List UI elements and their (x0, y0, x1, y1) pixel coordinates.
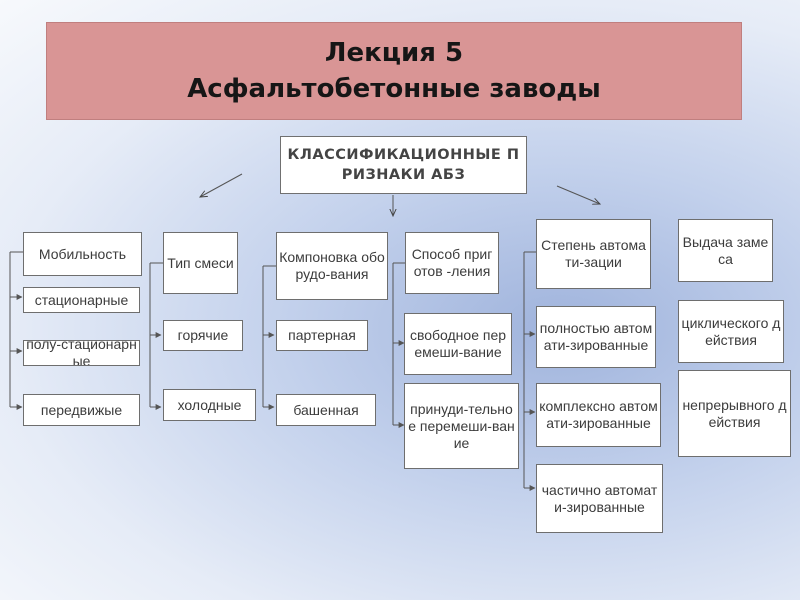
root-arrow-left (200, 173, 243, 197)
prep-item-forced-mixing: принуди-тельное перемеши-вание (404, 383, 519, 469)
mobility-item-semi-stationary: полу-стационарные (23, 340, 140, 366)
mobility-item-label: стационарные (34, 291, 129, 308)
layout-item-label: башенная (293, 401, 359, 418)
layout-item-tower: башенная (276, 394, 376, 426)
category-batch-output-label: Выдача замеса (682, 233, 769, 267)
prep-item-label: свободное перемеши-вание (409, 327, 507, 360)
mix-item-hot: горячие (163, 320, 243, 351)
prep-item-free-mixing: свободное перемеши-вание (404, 313, 512, 375)
output-item-cyclic: циклического действия (678, 300, 784, 363)
category-automation: Степень автомати-зации (536, 219, 651, 289)
category-preparation: Способ приготов -ления (405, 232, 499, 294)
title-line-2: Асфальтобетонные заводы (187, 74, 601, 104)
root-label: КЛАССИФИКАЦИОННЫЕ ПРИЗНАКИ АБЗ (287, 147, 520, 183)
auto-item-partial: частично автомати-зированные (536, 464, 663, 533)
auto-item-label: частично автомати-зированные (541, 481, 658, 515)
mobility-item-mobile: передвижые (23, 394, 140, 426)
auto-item-label: полностью автомати-зированные (539, 320, 653, 353)
category-mobility: Мобильность (23, 232, 142, 276)
layout-item-label: партерная (288, 327, 356, 343)
auto-item-full: полностью автомати-зированные (536, 306, 656, 368)
mobility-item-label: полу-стационарные (26, 340, 137, 366)
category-layout-label: Компоновка оборудо-вания (279, 249, 385, 282)
mix-item-label: холодные (177, 396, 242, 413)
auto-item-label: комплексно автомати-зированные (539, 398, 658, 431)
title-line-1: Лекция 5 (324, 38, 464, 68)
category-batch-output: Выдача замеса (678, 219, 773, 282)
layout-item-ground: партерная (276, 320, 368, 351)
mix-item-label: горячие (177, 327, 229, 343)
auto-item-complex: комплексно автомати-зированные (536, 383, 661, 447)
title-banner: Лекция 5 Асфальтобетонные заводы (46, 22, 742, 120)
category-mix-type-label: Тип смеси (167, 254, 234, 271)
output-item-continuous: непрерывного действия (678, 370, 791, 457)
output-item-label: циклического действия (681, 314, 781, 348)
prep-item-label: принуди-тельное перемеши-вание (408, 400, 515, 451)
category-automation-label: Степень автомати-зации (541, 237, 646, 270)
category-mix-type: Тип смеси (163, 232, 238, 294)
root-box: КЛАССИФИКАЦИОННЫЕ ПРИЗНАКИ АБЗ (280, 136, 527, 194)
category-mobility-label: Мобильность (38, 245, 127, 262)
output-item-label: непрерывного действия (682, 396, 787, 430)
category-layout: Компоновка оборудо-вания (276, 232, 388, 300)
mobility-item-label: передвижые (40, 401, 123, 418)
category-preparation-label: Способ приготов -ления (411, 246, 493, 279)
mobility-item-stationary: стационарные (23, 287, 140, 313)
mix-item-cold: холодные (163, 389, 256, 421)
root-arrow-right (556, 185, 600, 204)
